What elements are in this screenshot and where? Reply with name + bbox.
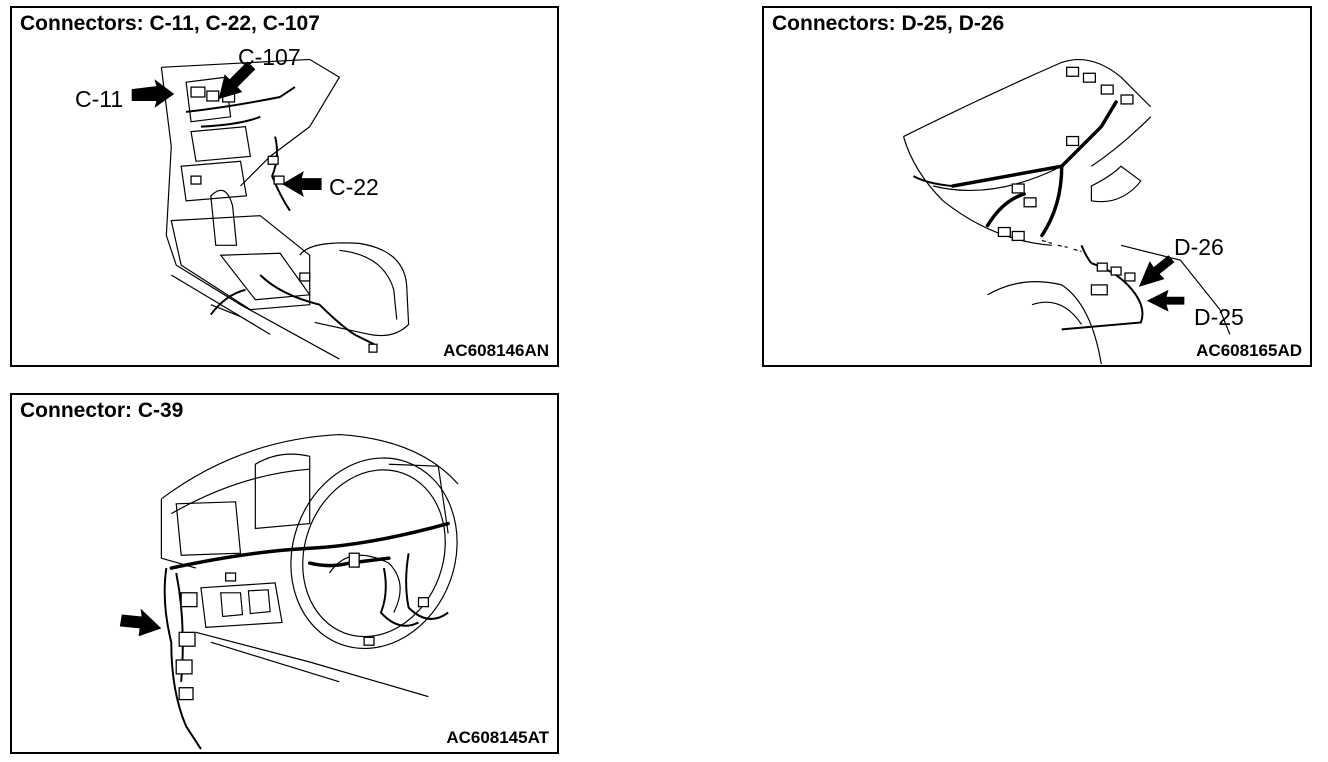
figure-code: AC608146AN bbox=[443, 341, 549, 360]
figure-code: AC608165AD bbox=[1196, 341, 1302, 360]
panel-title: Connector: C-39 bbox=[20, 399, 184, 422]
center-console-illustration bbox=[131, 58, 410, 360]
label-c11: C-11 bbox=[75, 86, 124, 112]
arrow-c39 bbox=[119, 608, 162, 637]
panel-connectors-c11-c22-c107: Connectors: C-11, C-22, C-107 C-107 C-11… bbox=[10, 6, 559, 367]
instrument-panel-illustration bbox=[119, 433, 459, 750]
label-c22: C-22 bbox=[329, 174, 379, 200]
arrow-d26 bbox=[1138, 255, 1175, 287]
panel-connector-c39: Connector: C-39 AC608145AT bbox=[10, 393, 559, 754]
rear-body-illustration bbox=[902, 59, 1231, 365]
label-c107: C-107 bbox=[238, 44, 301, 70]
panel-title: Connectors: C-11, C-22, C-107 bbox=[20, 12, 320, 35]
arrow-c11 bbox=[131, 79, 175, 108]
arrow-d25 bbox=[1146, 289, 1185, 312]
arrow-c22 bbox=[282, 171, 322, 197]
panel-connectors-d25-d26: Connectors: D-25, D-26 D-26 D-25 AC60816… bbox=[762, 6, 1312, 367]
figure-code: AC608145AT bbox=[446, 728, 549, 747]
arrow-c107 bbox=[218, 61, 256, 99]
label-d25: D-25 bbox=[1194, 304, 1244, 330]
label-d26: D-26 bbox=[1174, 234, 1224, 260]
panel-title: Connectors: D-25, D-26 bbox=[772, 12, 1005, 35]
